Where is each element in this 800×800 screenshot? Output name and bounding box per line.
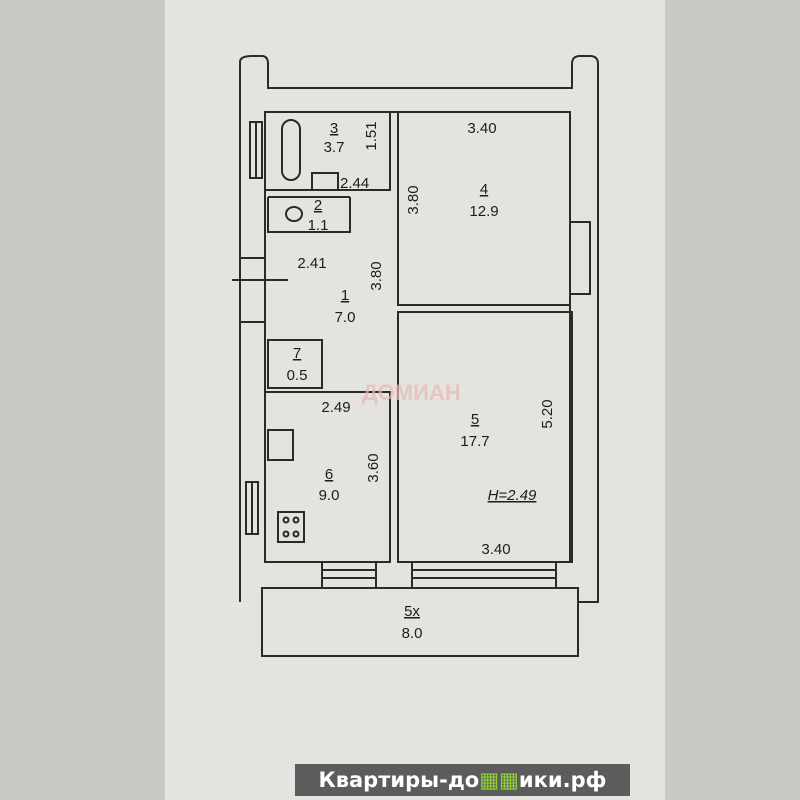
brand-text: ики.рф xyxy=(518,768,607,792)
room-area: 3.7 xyxy=(324,139,345,156)
dimension-label: 3.80 xyxy=(405,185,422,214)
dimension-label: 3.80 xyxy=(368,261,385,290)
room-area: 17.7 xyxy=(460,433,489,450)
room-area: 7.0 xyxy=(335,309,356,326)
bathtub-icon xyxy=(281,119,301,181)
room-number: 6 xyxy=(325,466,333,483)
window-icon xyxy=(569,221,591,295)
room-6-kitchen xyxy=(264,391,391,563)
room-2-toilet xyxy=(267,196,351,233)
ceiling-height: H=2.49 xyxy=(488,487,537,504)
house-logo-icon: ▦▦ xyxy=(479,768,519,792)
room-number: 7 xyxy=(293,345,301,362)
toilet-icon xyxy=(285,206,303,222)
entrance-door xyxy=(232,257,288,323)
balcony-door xyxy=(321,562,557,588)
room-area: 12.9 xyxy=(469,203,498,220)
room-area: 9.0 xyxy=(319,487,340,504)
dimension-label: 2.41 xyxy=(297,255,326,272)
room-area: 1.1 xyxy=(308,217,329,234)
room-number: 5 xyxy=(471,411,479,428)
room-7-closet xyxy=(267,339,323,389)
dimension-label: 3.60 xyxy=(365,453,382,482)
room-area: 0.5 xyxy=(287,367,308,384)
room-number: 5x xyxy=(404,603,420,620)
brand-text: Квартиры-до xyxy=(318,768,480,792)
room-4-bedroom xyxy=(397,111,571,306)
room-number: 3 xyxy=(330,120,338,137)
room-number: 4 xyxy=(480,181,488,198)
radiator-icon xyxy=(245,121,263,535)
dimension-label: 1.51 xyxy=(363,121,380,150)
dimension-label: 2.44 xyxy=(340,175,369,192)
kitchen-counter-icon xyxy=(267,429,294,461)
dimension-label: 2.49 xyxy=(321,399,350,416)
room-5x-balcony xyxy=(261,587,579,657)
paper-background xyxy=(165,0,665,800)
room-area: 8.0 xyxy=(402,625,423,642)
agency-watermark: ДОМИАН xyxy=(362,380,461,405)
dimension-label: 3.40 xyxy=(467,120,496,137)
dimension-label: 3.40 xyxy=(481,541,510,558)
site-watermark: Квартиры-до▦▦ики.рф xyxy=(295,764,630,796)
room-number: 1 xyxy=(341,287,349,304)
outer-wall xyxy=(239,55,599,603)
dimension-label: 5.20 xyxy=(539,399,556,428)
room-number: 2 xyxy=(314,197,322,214)
stove-icon xyxy=(277,511,305,543)
sink-icon xyxy=(311,172,339,191)
room-5-living xyxy=(397,311,573,563)
